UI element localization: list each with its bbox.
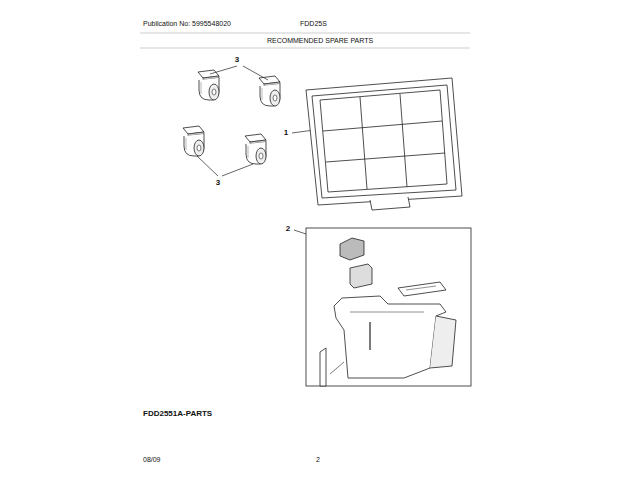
callout-number: 2 xyxy=(286,225,290,233)
callout-number: 3 xyxy=(216,179,220,187)
callout-number: 1 xyxy=(284,129,288,137)
model-number: FDD25S xyxy=(300,20,327,27)
page-number: 2 xyxy=(316,456,320,463)
air-filter xyxy=(306,78,462,210)
caster xyxy=(183,126,204,156)
caster xyxy=(245,134,266,164)
leader-line xyxy=(197,66,314,234)
bucket-assembly-frame xyxy=(306,228,471,386)
callout-number: 3 xyxy=(235,56,239,64)
header-text: Publication No: 5995548020 xyxy=(143,20,231,27)
parts-list-code: FDD2551A-PARTS xyxy=(143,410,212,418)
caster xyxy=(259,76,280,106)
water-bucket xyxy=(320,238,456,386)
caster xyxy=(198,70,219,100)
date-code: 08/09 xyxy=(143,456,161,463)
page-title: RECOMMENDED SPARE PARTS xyxy=(267,37,373,44)
